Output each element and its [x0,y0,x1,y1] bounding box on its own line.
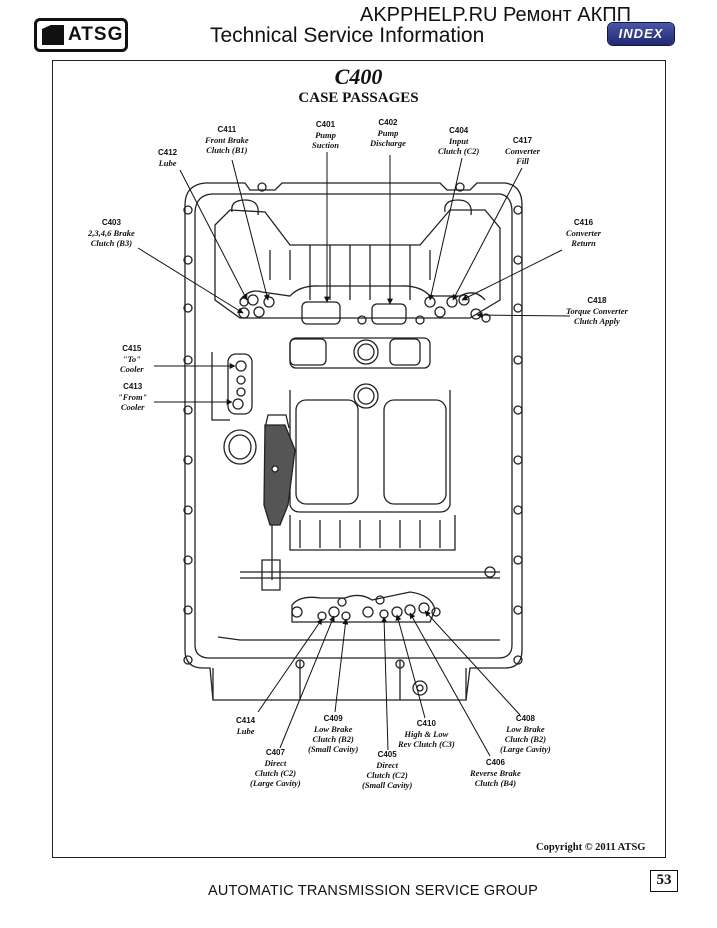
leader-c406 [409,612,491,757]
diagram-title: C400 [334,64,383,89]
case-outline [184,182,523,701]
leader-c410 [395,614,426,719]
leader-c412 [179,169,248,301]
logo-text: ATSG [68,24,124,45]
content-frame [52,60,666,858]
leader-c405 [381,616,389,751]
leader-c417 [452,167,523,301]
lower-passages [291,591,441,623]
copyright-notice: Copyright © 2011 ATSG [536,842,646,853]
leader-c409 [334,618,349,713]
leader-c407 [279,615,335,749]
index-button[interactable]: INDEX [608,23,674,45]
leader-c418 [476,312,571,319]
logo-mark-icon [42,25,64,45]
label-c413: C413"From"Cooler [118,382,148,412]
page-subtitle: Technical Service Information [210,24,485,47]
leader-c411 [231,159,270,301]
leader-c404 [428,157,463,301]
leader-c416 [461,249,563,301]
diagram-subtitle: CASE PASSAGES [298,90,419,106]
leader-c414 [257,618,323,713]
leader-c403 [137,247,244,314]
page-number: 53 [650,870,678,892]
site-banner: AKPPHELP.RU Ремонт АКПП [360,4,631,26]
label-c415: C415"To"Cooler [120,344,144,374]
upper-passages [238,294,491,325]
leader-c408 [424,610,521,716]
footer-group-name: AUTOMATIC TRANSMISSION SERVICE GROUP [208,883,539,899]
atsg-logo: ATSG [34,18,128,52]
perimeter-bolts [183,182,523,669]
